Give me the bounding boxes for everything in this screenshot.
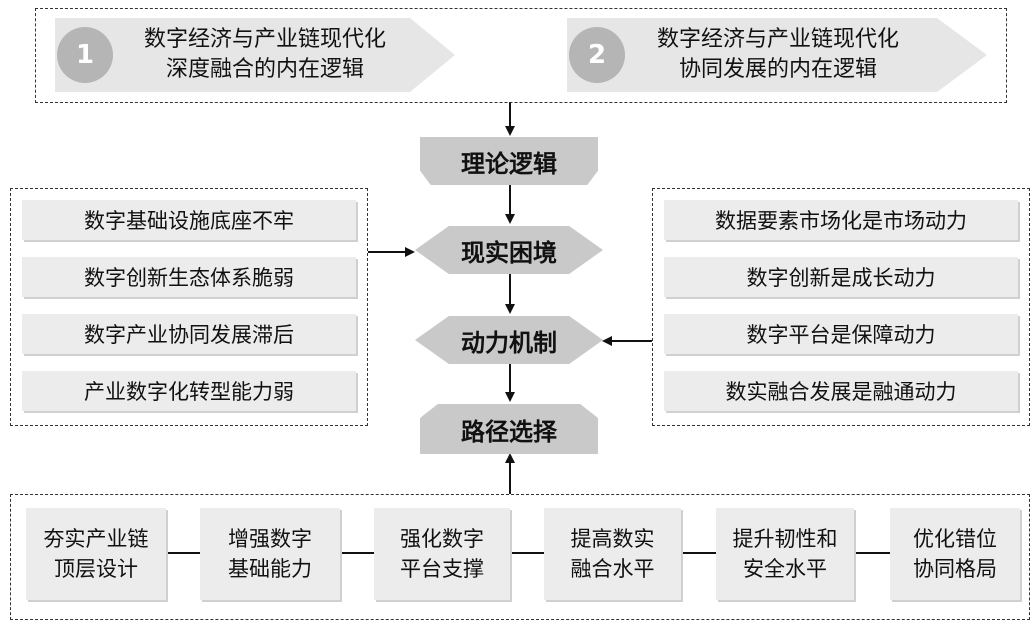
driver-item: 数据要素市场化是市场动力 [664,200,1018,240]
dilemma-item: 数字产业协同发展滞后 [22,314,356,354]
step-number-badge: 2 [569,27,625,83]
logic-container [35,8,1007,103]
path-item: 提高数实融合水平 [544,508,681,600]
logic-tag-arrow-shape [567,18,987,92]
dilemmas-container [10,188,368,426]
path-item: 强化数字平台支撑 [374,508,510,600]
path-item: 夯实产业链顶层设计 [26,508,166,600]
logic-tag-text: 数字经济与产业链现代化 深度融合的内在逻辑 [143,27,386,82]
dilemma-item: 数字基础设施底座不牢 [22,200,356,240]
path-item: 优化错位协同格局 [890,508,1020,600]
path-item: 提升韧性和安全水平 [716,508,854,600]
dilemma-item: 产业数字化转型能力弱 [22,371,356,411]
step-number-badge: 1 [57,27,113,83]
driver-item: 数字创新是成长动力 [664,257,1018,297]
dilemma-item: 数字创新生态体系脆弱 [22,257,356,297]
logic-tag-text: 数字经济与产业链现代化 协同发展的内在逻辑 [656,27,899,82]
stage-path: 路径选择 [420,404,598,454]
logic-tag-arrow-shape [55,18,455,92]
drivers-container [652,188,1030,426]
stage-mechanism: 动力机制 [415,316,603,364]
stage-theory: 理论逻辑 [420,137,598,185]
stage-reality: 现实困境 [415,226,603,274]
driver-item: 数实融合发展是融通动力 [664,371,1018,411]
driver-item: 数字平台是保障动力 [664,314,1018,354]
paths-container [10,494,1030,620]
path-item: 增强数字基础能力 [200,508,340,600]
